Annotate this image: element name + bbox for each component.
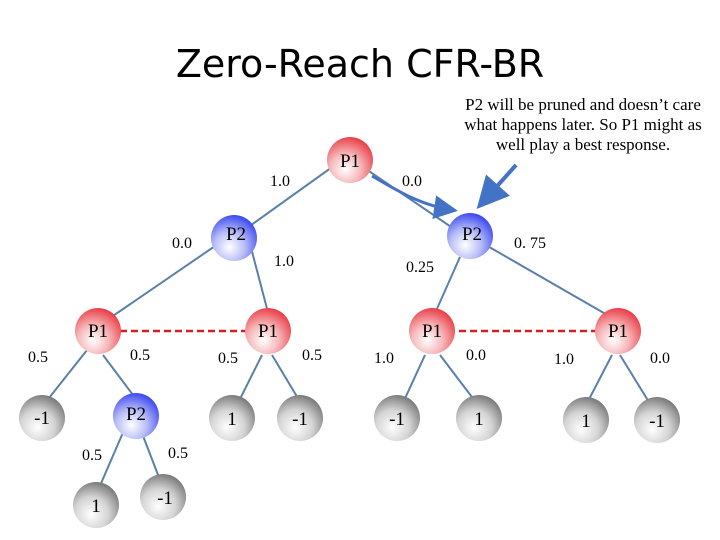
edge-label: 0.0 bbox=[402, 173, 422, 190]
node-label: P1 bbox=[340, 151, 360, 172]
edge bbox=[106, 243, 219, 321]
edge-label: 0.5 bbox=[28, 349, 48, 366]
node-terminal: 1 bbox=[456, 395, 502, 441]
edge bbox=[102, 354, 134, 396]
edge-label: 1.0 bbox=[374, 350, 394, 367]
slide-title: Zero-Reach CFR-BR bbox=[175, 42, 545, 86]
node-terminal: 1 bbox=[209, 395, 255, 441]
edge bbox=[98, 427, 126, 489]
node-label: -1 bbox=[34, 408, 50, 429]
node-p2-right: P2 bbox=[447, 213, 493, 259]
edge-label: 0.5 bbox=[130, 347, 150, 364]
node-label: -1 bbox=[292, 409, 308, 430]
node-p1-a: P1 bbox=[75, 308, 121, 354]
edge-label: 0. 75 bbox=[514, 235, 546, 252]
node-label: P2 bbox=[226, 224, 246, 245]
node-p2-left: P2 bbox=[211, 215, 257, 261]
edge-label: 0.0 bbox=[172, 235, 192, 252]
node-label: -1 bbox=[649, 411, 665, 432]
edge-label: 0.0 bbox=[466, 347, 486, 364]
edge-label: 0.0 bbox=[650, 350, 670, 367]
node-label: P2 bbox=[126, 404, 146, 425]
node-label: -1 bbox=[389, 409, 405, 430]
node-label: 1 bbox=[227, 409, 237, 430]
node-label: 1 bbox=[581, 411, 591, 432]
node-label: P1 bbox=[422, 321, 442, 342]
edge-label: 0.5 bbox=[218, 350, 238, 367]
edge bbox=[619, 354, 653, 408]
node-terminal: -1 bbox=[140, 474, 186, 520]
edge-label: 1.0 bbox=[554, 351, 574, 368]
node-terminal: -1 bbox=[19, 395, 65, 441]
node-p2-chance: P2 bbox=[113, 393, 159, 439]
edge bbox=[359, 164, 461, 234]
edge bbox=[236, 354, 263, 406]
edge bbox=[401, 354, 426, 406]
edge bbox=[483, 243, 617, 321]
pruned-path-arrow bbox=[371, 174, 458, 220]
node-terminal: -1 bbox=[277, 395, 323, 441]
node-label: 1 bbox=[91, 496, 101, 517]
node-terminal: -1 bbox=[374, 395, 420, 441]
node-label: -1 bbox=[157, 488, 173, 509]
node-label: P1 bbox=[608, 321, 628, 342]
node-label: 1 bbox=[474, 409, 484, 430]
edge-label: 1.0 bbox=[274, 253, 294, 270]
edge-label: 0.5 bbox=[168, 445, 188, 462]
node-p1-c: P1 bbox=[409, 308, 455, 354]
node-root: P1 bbox=[327, 137, 373, 183]
node-terminal: 1 bbox=[563, 397, 609, 443]
edge bbox=[249, 243, 271, 321]
node-p1-b: P1 bbox=[245, 308, 291, 354]
node-p1-d: P1 bbox=[595, 308, 641, 354]
tree-edges bbox=[44, 164, 653, 489]
edge-label: 0.25 bbox=[406, 259, 434, 276]
edge-label: 0.5 bbox=[82, 447, 102, 464]
node-label: P1 bbox=[258, 321, 278, 342]
node-terminal: -1 bbox=[634, 397, 680, 443]
node-terminal: 1 bbox=[73, 482, 119, 528]
node-label: P2 bbox=[462, 224, 482, 245]
edge-label: 1.0 bbox=[270, 173, 290, 190]
annotation-text: P2 will be pruned and doesn’t care what … bbox=[464, 95, 702, 154]
edge bbox=[239, 164, 336, 234]
node-label: P1 bbox=[88, 321, 108, 342]
edge-label: 0.5 bbox=[302, 347, 322, 364]
annotation-arrow bbox=[476, 163, 518, 209]
